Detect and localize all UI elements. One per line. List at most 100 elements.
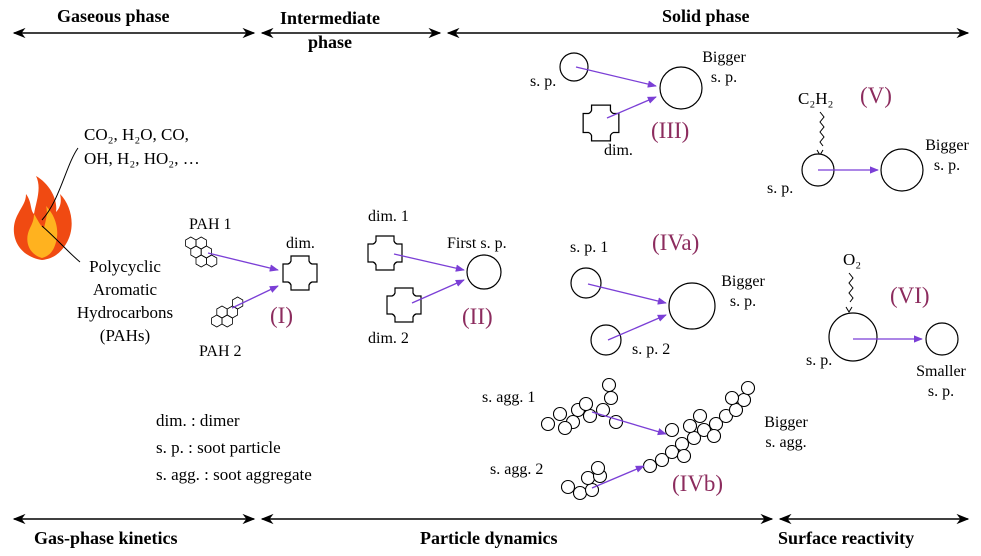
- iii-dimer: [582, 104, 620, 142]
- gas-products-label: CO₂, H₂O, CO, OH, H₂, HO₂, …: [84, 123, 200, 171]
- s-agg-1: [540, 377, 624, 436]
- o2-squiggle: [848, 272, 854, 303]
- primary-particle: [557, 420, 573, 436]
- pah-name-line1: Polycyclic: [89, 257, 161, 276]
- ivb-sagg2-label: s. agg. 2: [490, 461, 544, 478]
- pah-name-line2: Aromatic: [92, 280, 158, 299]
- step-IVb-numeral: (IVb): [672, 471, 724, 496]
- pah-2-label: PAH 2: [199, 343, 242, 360]
- arrow-iii-dim: [606, 96, 657, 119]
- particle-dynamics-label: Particle dynamics: [420, 528, 558, 548]
- primary-particle: [603, 390, 619, 406]
- vi-smaller-line2: s. p.: [927, 383, 955, 400]
- primary-particle: [682, 418, 698, 434]
- ivb-bigger-line1: Bigger: [764, 414, 808, 431]
- arrow-ivb-agg1: [591, 411, 667, 436]
- arrow-pah1-to-dimer: [207, 252, 279, 272]
- legend-dim: dim. : dimer: [156, 411, 240, 430]
- dimer-1-label: dim. 1: [368, 208, 409, 225]
- iva-sp1-label: s. p. 1: [570, 239, 609, 256]
- iii-dim-label: dim.: [604, 142, 633, 159]
- gaseous-phase-label: Gaseous phase: [57, 6, 170, 26]
- surface-reactivity-label: Surface reactivity: [778, 528, 915, 548]
- vi-smaller-particle: [925, 322, 959, 356]
- step-VI-numeral: (VI): [890, 283, 930, 308]
- pah-2-molecule: [211, 296, 244, 328]
- iii-bigger-label: Bigger s. p.: [697, 48, 751, 88]
- ivb-bigger-line2: s. agg.: [765, 434, 807, 451]
- primary-particle: [724, 390, 740, 406]
- pah-1-molecule: [185, 236, 218, 268]
- gas-products-line1: CO₂, H₂O, CO,: [84, 125, 189, 144]
- ivb-sagg1-label: s. agg. 1: [482, 389, 536, 406]
- pah-name-label: Polycyclic Aromatic Hydrocarbons (PAHs): [70, 255, 180, 347]
- primary-particle: [692, 408, 708, 424]
- dimer-1: [367, 235, 403, 271]
- primary-particle: [552, 406, 568, 422]
- flame-to-pah-line: [41, 225, 81, 263]
- v-bigger-line2: s. p.: [933, 157, 961, 174]
- primary-particle: [572, 485, 588, 501]
- primary-particle: [664, 422, 680, 438]
- primary-particle: [676, 448, 692, 464]
- pah-name-line3: Hydrocarbons: [76, 303, 174, 322]
- primary-particle: [736, 392, 752, 408]
- step-V-numeral: (V): [860, 83, 892, 108]
- iva-bigger-label: Bigger s. p.: [716, 272, 770, 312]
- iva-bigger-line1: Bigger: [721, 273, 765, 290]
- iva-bigger-line2: s. p.: [729, 293, 757, 310]
- iii-soot-particle: [559, 52, 589, 82]
- intermediate-phase-line1: Intermediate: [280, 8, 380, 28]
- primary-particle: [560, 479, 576, 495]
- iii-bigger-line2: s. p.: [710, 69, 738, 86]
- arrow-iii-sp: [575, 66, 657, 88]
- intermediate-phase-line2: phase: [307, 32, 352, 52]
- vi-soot-particle: [828, 312, 878, 362]
- pah-name-line4: (PAHs): [99, 326, 151, 345]
- iii-bigger-particle: [659, 66, 703, 110]
- o2-label: O₂: [843, 250, 862, 269]
- dimer-I-label: dim.: [286, 235, 315, 252]
- arrow-dim2-to-sp: [411, 279, 465, 304]
- flame-to-gas-products-line: [41, 147, 79, 221]
- primary-particle: [740, 380, 756, 396]
- iva-sp1: [570, 267, 602, 299]
- flame-icon: [13, 176, 72, 260]
- legend-sagg: s. agg. : soot aggregate: [156, 465, 312, 484]
- primary-particle: [580, 470, 596, 486]
- s-agg-2: [560, 460, 608, 501]
- primary-particle: [582, 408, 598, 424]
- iii-sp-label: s. p.: [530, 73, 557, 90]
- primary-particle: [590, 460, 606, 476]
- c2h2-label: C₂H₂: [798, 89, 834, 108]
- primary-particle: [595, 402, 611, 418]
- legend-sp: s. p. : soot particle: [156, 438, 281, 457]
- gas-products-line2: OH, H₂, HO₂, …: [84, 149, 200, 168]
- first-soot-particle: [466, 254, 502, 290]
- step-IVa-numeral: (IVa): [652, 230, 700, 255]
- dimer-2: [386, 287, 422, 323]
- primary-particle: [540, 416, 556, 432]
- arrow-ivb-agg2: [591, 465, 645, 489]
- primary-particle: [674, 436, 690, 452]
- arrow-iva-sp1: [587, 283, 667, 305]
- primary-particle: [601, 377, 617, 393]
- primary-particle: [706, 428, 722, 444]
- v-bigger-particle: [880, 148, 924, 192]
- iii-bigger-line1: Bigger: [702, 49, 746, 66]
- dimer-2-label: dim. 2: [368, 330, 409, 347]
- intermediate-phase-label: Intermediate phase: [275, 6, 385, 54]
- c2h2-squiggle: [819, 111, 825, 147]
- pah-1-label: PAH 1: [189, 216, 232, 233]
- first-sp-label: First s. p.: [447, 235, 507, 252]
- step-III-numeral: (III): [651, 118, 690, 143]
- arrow-iva-sp2: [607, 314, 667, 341]
- v-bigger-line1: Bigger: [925, 137, 969, 154]
- vi-smaller-label: Smaller s. p.: [906, 362, 976, 402]
- vi-sp-label: s. p.: [806, 352, 833, 369]
- v-sp-label: s. p.: [767, 180, 794, 197]
- primary-particle: [578, 396, 594, 412]
- iva-sp2-label: s. p. 2: [632, 341, 671, 358]
